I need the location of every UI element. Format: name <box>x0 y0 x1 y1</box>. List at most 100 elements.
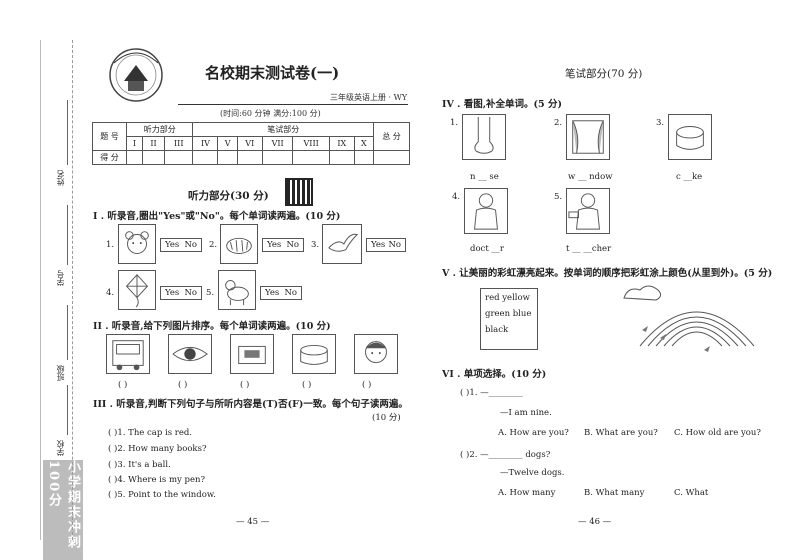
yes-no-choice[interactable]: Yes No <box>262 238 304 252</box>
window-picture <box>566 114 610 160</box>
no-option[interactable]: No <box>284 288 297 298</box>
score-cell[interactable] <box>261 150 294 165</box>
tiger-picture <box>220 224 258 264</box>
yes-no-choice[interactable]: Yes No <box>160 238 202 252</box>
s4-word[interactable]: doct __r <box>470 244 504 254</box>
section-2-title: II . 听录音,给下列图片排序。每个单词读两遍。(10 分) <box>93 321 331 332</box>
score-cell[interactable] <box>353 150 375 165</box>
no-option[interactable]: No <box>184 240 197 250</box>
dog-picture <box>218 270 256 310</box>
listening-col-header: 听力部分 <box>125 122 194 137</box>
roman-col: III <box>164 136 194 151</box>
roman-col: VI <box>236 136 263 151</box>
tf-item[interactable]: ( )4. Where is my pen? <box>108 475 206 485</box>
s1-item-num: 4. <box>106 288 115 298</box>
s4-item-num: 4. <box>452 192 461 202</box>
yes-option[interactable]: Yes <box>371 240 386 250</box>
score-cell[interactable] <box>192 150 219 165</box>
score-table: 题 号 听力部分 笔试部分 总 分 I II III IV V VI VII V… <box>92 122 410 165</box>
color-word-box: red yellow green blue black <box>480 288 538 350</box>
yes-option[interactable]: Yes <box>267 240 282 250</box>
s4-item-num: 5. <box>554 192 563 202</box>
mc-answer-2: —Twelve dogs. <box>500 468 565 478</box>
s4-item-num: 1. <box>450 118 459 128</box>
rainbow-picture[interactable] <box>620 282 770 360</box>
mc2-option-b[interactable]: B. What many <box>584 488 645 498</box>
cut-line <box>72 40 73 540</box>
mc1-option-c[interactable]: C. How old are you? <box>674 428 761 438</box>
binding-strip: 姓名 学号 班级 学校 小学期末冲刺100分 <box>40 40 88 560</box>
score-cell[interactable] <box>126 150 143 165</box>
no-option[interactable]: No <box>184 288 197 298</box>
cake-picture <box>292 334 336 374</box>
tf-item[interactable]: ( )2. How many books? <box>108 444 207 454</box>
s4-word[interactable]: c __ke <box>676 172 703 182</box>
tf-item[interactable]: ( )1. The cap is red. <box>108 428 193 438</box>
section-6-title: VI . 单项选择。(10 分) <box>442 369 547 380</box>
yes-no-choice[interactable]: Yes No <box>160 286 202 300</box>
s1-item-num: 3. <box>311 240 320 250</box>
no-option[interactable]: No <box>388 240 401 250</box>
order-paren[interactable]: ( ) <box>302 380 312 390</box>
bird-picture <box>322 224 362 264</box>
order-paren[interactable]: ( ) <box>118 380 128 390</box>
nose-picture <box>462 114 506 160</box>
score-cell[interactable] <box>164 150 194 165</box>
roman-col: IV <box>192 136 219 151</box>
room-picture <box>230 334 274 374</box>
roman-col: V <box>217 136 238 151</box>
writing-col-header: 笔试部分 <box>192 122 374 137</box>
school-line <box>67 385 68 435</box>
total-col-header: 总 分 <box>373 122 410 151</box>
score-table-header: 题 号 <box>92 122 127 151</box>
yes-no-choice[interactable]: Yes No <box>260 286 302 300</box>
title-rule <box>178 104 408 105</box>
s4-word[interactable]: n __ se <box>470 172 499 182</box>
writing-heading: 笔试部分(70 分) <box>565 68 643 80</box>
mc2-option-a[interactable]: A. How many <box>498 488 556 498</box>
mc1-option-a[interactable]: A. How are you? <box>498 428 569 438</box>
s1-item-num: 1. <box>106 240 115 250</box>
name-line <box>67 100 68 165</box>
yes-option[interactable]: Yes <box>165 240 180 250</box>
eye-picture <box>168 334 212 374</box>
order-paren[interactable]: ( ) <box>240 380 250 390</box>
yes-option[interactable]: Yes <box>265 288 280 298</box>
roman-col: X <box>353 136 375 151</box>
score-cell[interactable] <box>328 150 355 165</box>
section-3-title: III . 听录音,判断下列句子与所听内容是(T)否(F)一致。每个句子读两遍。 <box>93 399 408 410</box>
series-logo <box>109 48 163 102</box>
section-4-title: IV . 看图,补全单词。(5 分) <box>442 99 562 110</box>
page-number-left: — 45 — <box>236 517 270 527</box>
tf-item[interactable]: ( )3. It's a ball. <box>108 460 171 470</box>
listening-heading: 听力部分(30 分) <box>188 190 269 202</box>
order-paren[interactable]: ( ) <box>178 380 188 390</box>
mc2-option-c[interactable]: C. What <box>674 488 709 498</box>
section-5-title: V . 让美丽的彩虹漂亮起来。按单词的顺序把彩虹涂上颜色(从里到外)。(5 分) <box>442 268 773 279</box>
mc-question-1[interactable]: ( )1. —________ <box>460 388 523 398</box>
score-cell[interactable] <box>373 150 410 165</box>
no-option[interactable]: No <box>286 240 299 250</box>
order-paren[interactable]: ( ) <box>362 380 372 390</box>
s4-item-num: 2. <box>554 118 563 128</box>
s4-word[interactable]: t __ __cher <box>566 244 612 254</box>
color-word-line: black <box>485 325 509 335</box>
score-cell[interactable] <box>236 150 263 165</box>
qr-code[interactable] <box>285 178 313 206</box>
yes-option[interactable]: Yes <box>165 288 180 298</box>
score-cell[interactable] <box>141 150 166 165</box>
id-line <box>67 205 68 265</box>
bear-picture <box>118 224 156 264</box>
roman-col: VIII <box>292 136 330 151</box>
mc1-option-b[interactable]: B. What are you? <box>584 428 658 438</box>
roman-col: VII <box>261 136 294 151</box>
class-line <box>67 305 68 360</box>
tf-item[interactable]: ( )5. Point to the window. <box>108 490 216 500</box>
s4-word[interactable]: w __ ndow <box>568 172 613 182</box>
mc-question-2[interactable]: ( )2. —________ dogs? <box>460 450 551 460</box>
score-cell[interactable] <box>217 150 238 165</box>
score-cell[interactable] <box>292 150 330 165</box>
roman-col: II <box>141 136 166 151</box>
s1-item-num: 5. <box>206 288 215 298</box>
